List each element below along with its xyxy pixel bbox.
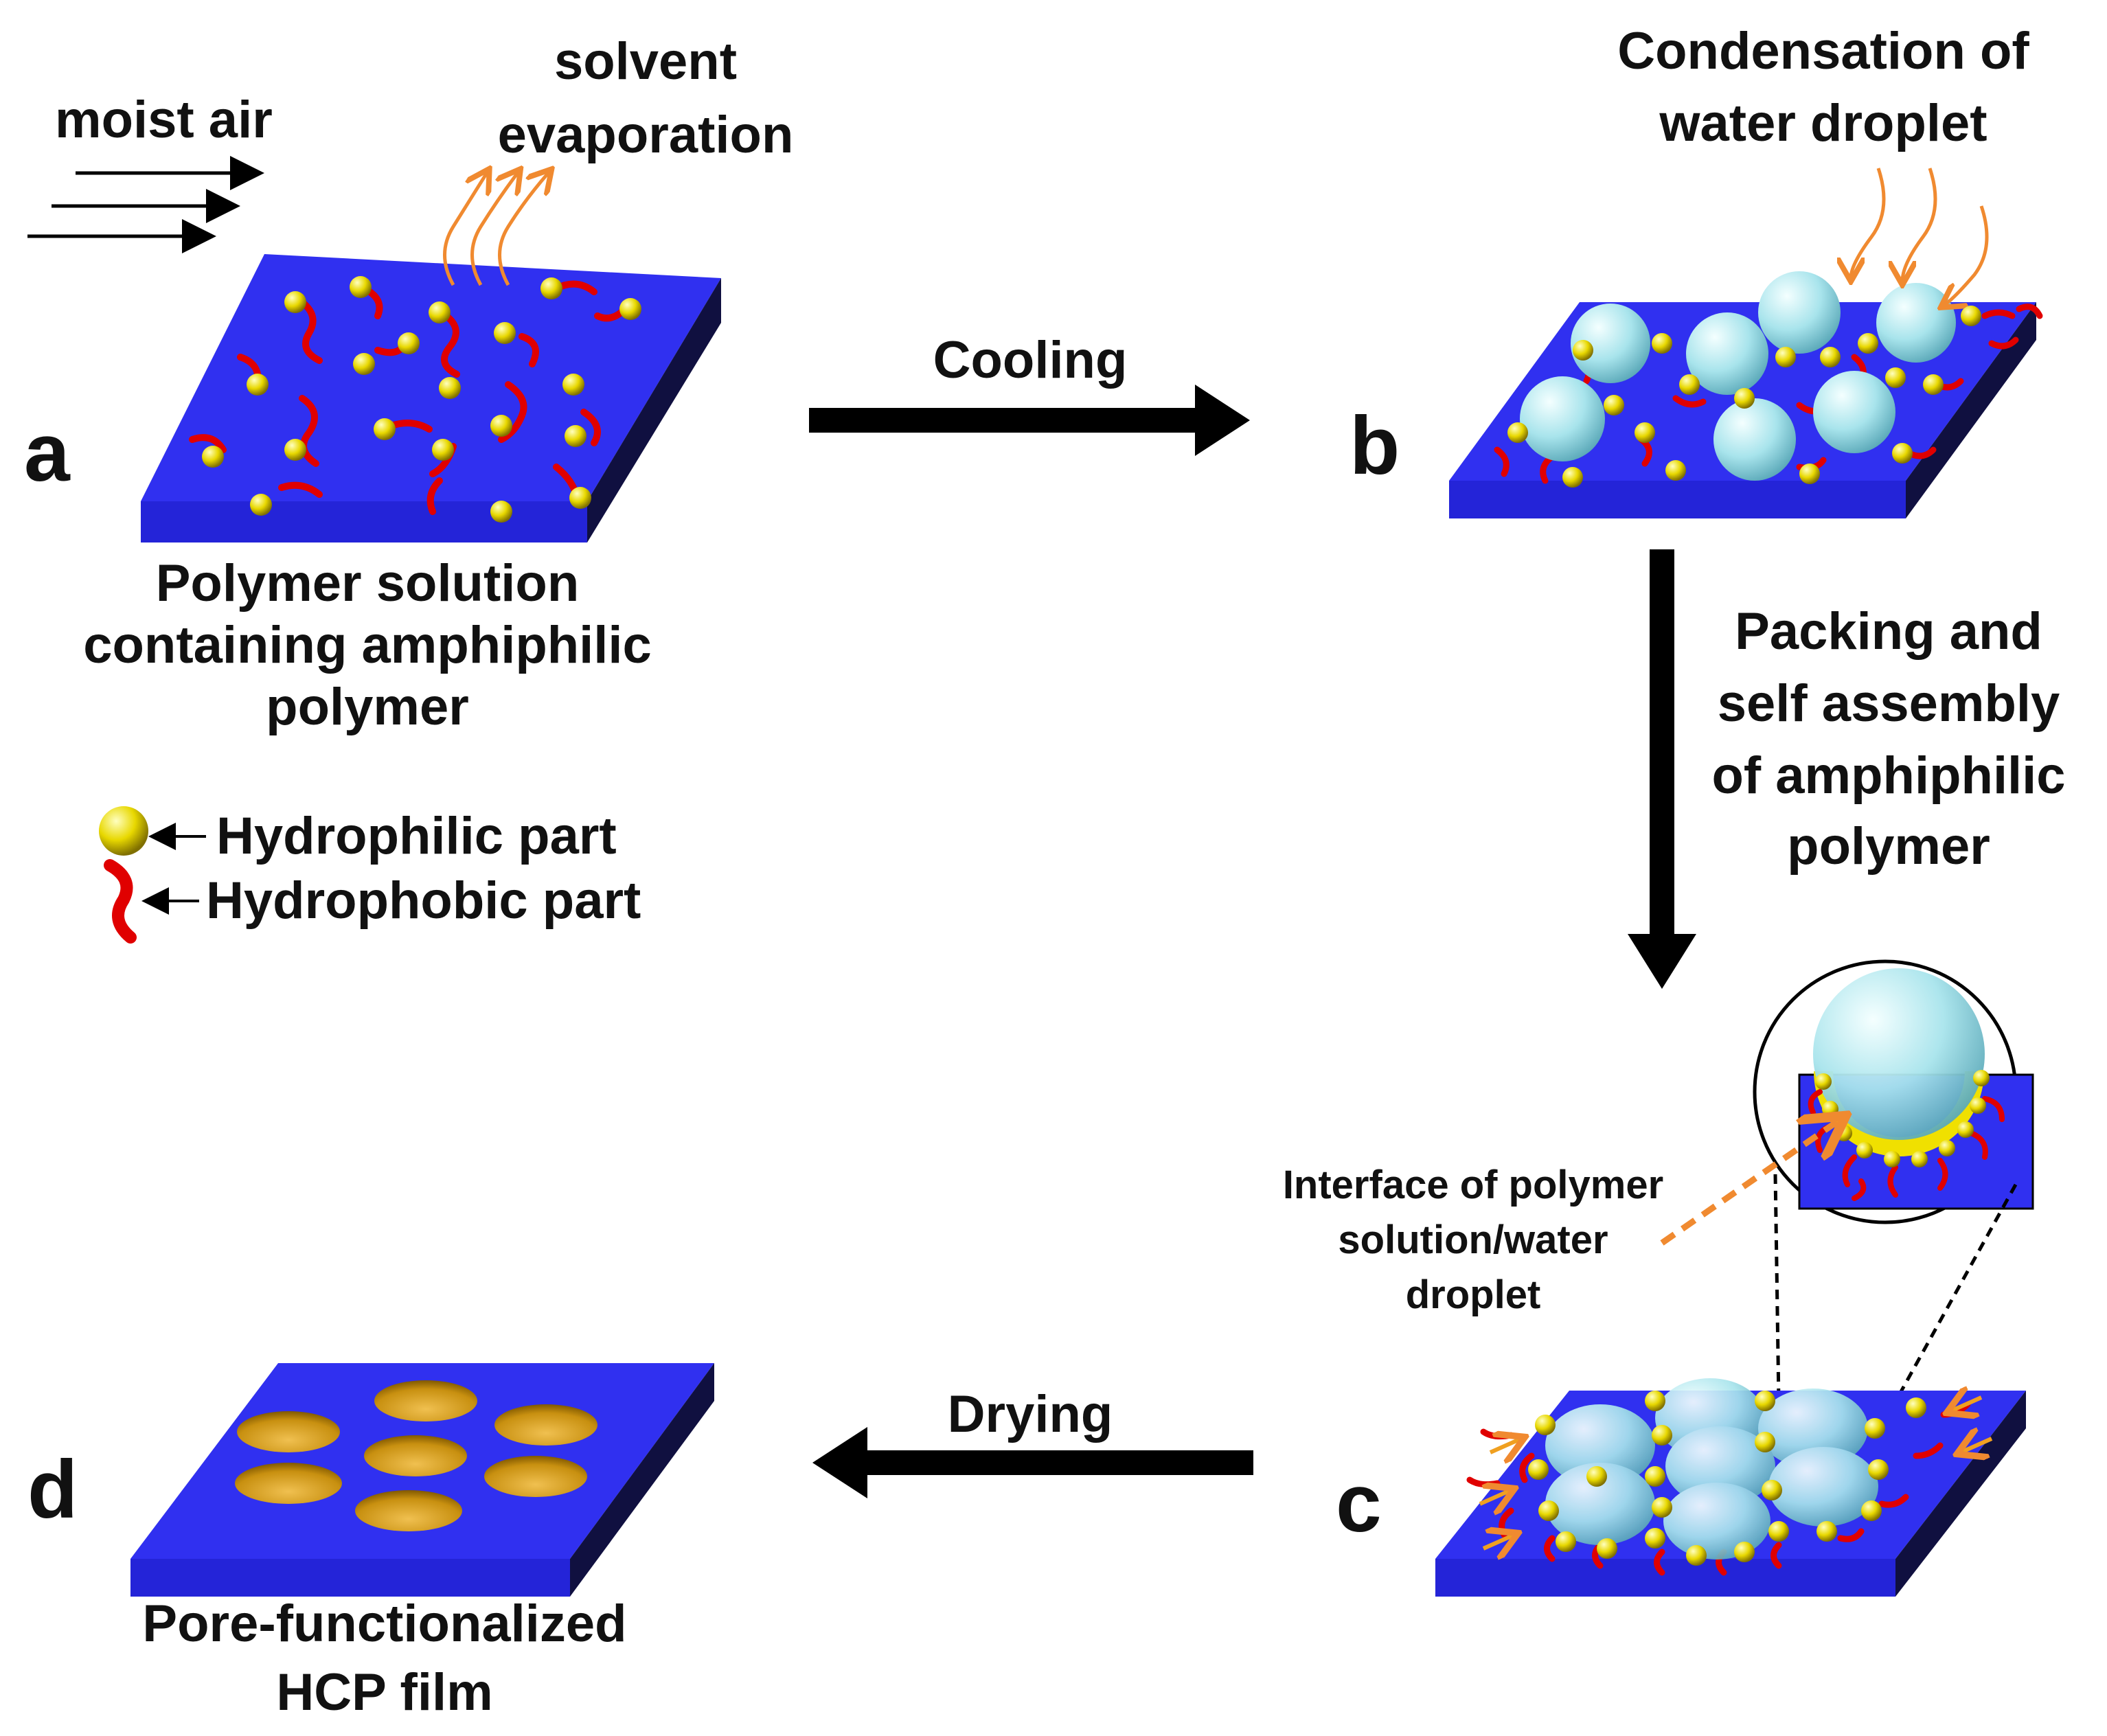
pores <box>235 1380 597 1531</box>
polymer-solution-line2: containing amphiphilic <box>83 616 652 674</box>
panel-d: d Pore-functionalized HCP film <box>27 1363 714 1722</box>
packing-line3: of amphiphilic <box>1711 746 2065 805</box>
cooling-arrow: Cooling <box>809 331 1250 456</box>
packing-arrow: Packing and self assembly of amphiphilic… <box>1628 549 2066 989</box>
hydrophilic-beads-c <box>1528 1391 1926 1566</box>
packing-pressure-arrows <box>1479 1397 1993 1549</box>
drying-label: Drying <box>948 1385 1113 1443</box>
interface-pointer <box>1660 1119 1841 1246</box>
hydrophobic-legend-tail <box>104 859 137 944</box>
condensation-line2: water droplet <box>1659 94 1987 152</box>
legend: Hydrophilic part Hydrophobic part <box>99 806 641 944</box>
panel-label-b: b <box>1349 400 1400 492</box>
hydrophilic-legend-bead <box>99 806 148 856</box>
packing-line2: self assembly <box>1718 674 2060 733</box>
water-droplets-c <box>1545 1378 1878 1560</box>
solvent-label: solvent <box>554 32 737 91</box>
interface-line1: Interface of polymer <box>1283 1163 1663 1207</box>
panel-label-d: d <box>27 1443 78 1535</box>
panel-c: Interface of polymer solution/water drop… <box>1283 959 2034 1597</box>
moist-air-label: moist air <box>55 91 273 149</box>
panel-b: Condensation of water droplet <box>1349 22 2043 518</box>
cooling-label: Cooling <box>933 331 1128 389</box>
panel-label-a: a <box>24 407 71 499</box>
hydrophobic-legend-label: Hydrophobic part <box>206 871 641 930</box>
drying-arrow: Drying <box>812 1385 1253 1498</box>
packing-line4: polymer <box>1787 817 1990 876</box>
interface-line3: droplet <box>1406 1272 1541 1317</box>
pore-line2: HCP film <box>276 1663 492 1722</box>
solvent-evaporation-arrows <box>443 172 550 286</box>
evaporation-label: evaporation <box>498 106 794 164</box>
hydrophilic-beads-a <box>202 276 641 523</box>
panel-a: moist air solvent evaporation a Polymer … <box>24 32 794 944</box>
hydrophilic-beads-b <box>1507 306 1981 488</box>
panel-label-c: c <box>1336 1457 1382 1549</box>
polymer-solution-line3: polymer <box>266 678 469 736</box>
zoom-lines <box>1773 1174 2018 1409</box>
water-droplets-b <box>1520 271 1956 481</box>
moist-air-arrows <box>27 156 264 253</box>
condensation-arrows <box>1851 168 1989 306</box>
packing-line1: Packing and <box>1735 602 2042 661</box>
zoom-inset <box>1753 959 2034 1224</box>
hydrophilic-legend-label: Hydrophilic part <box>216 807 617 865</box>
interface-line2: solution/water <box>1338 1218 1608 1262</box>
pore-line1: Pore-functionalized <box>142 1595 626 1653</box>
condensation-line1: Condensation of <box>1617 22 2029 80</box>
polymer-solution-line1: Polymer solution <box>156 554 580 613</box>
